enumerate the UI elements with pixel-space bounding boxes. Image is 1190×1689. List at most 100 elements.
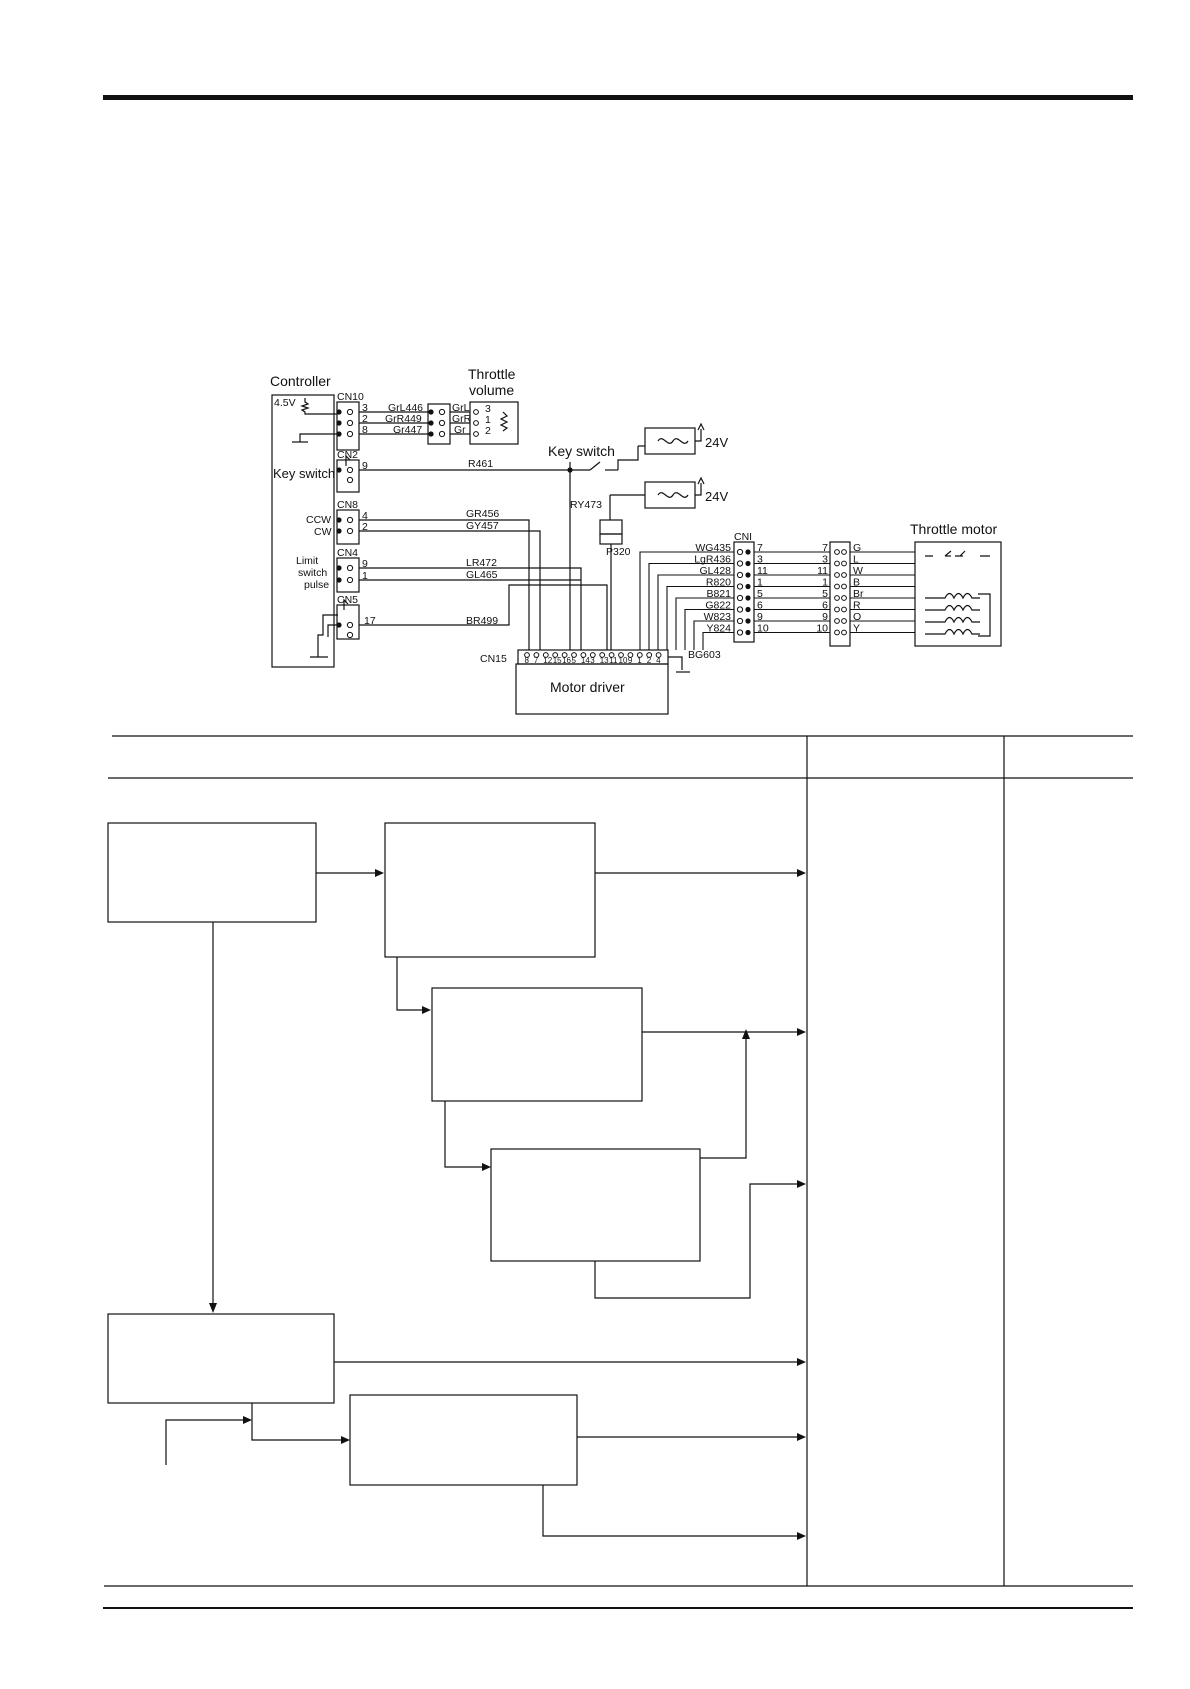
throttle-volume-label-1: Throttle — [468, 366, 516, 382]
motor-pin-label: 10 — [816, 623, 828, 635]
cw-label: CW — [314, 526, 332, 538]
throttle-volume-label-2: volume — [469, 382, 514, 398]
cni-wire-label: WG435 — [695, 542, 731, 554]
cni-pin — [736, 571, 744, 579]
throttle-motor-box — [914, 541, 1002, 647]
motor-pin-label: 9 — [822, 611, 828, 623]
junction-dot — [336, 528, 342, 534]
wire-lr472: LR472 — [466, 557, 497, 569]
cn15-pin-label: 8 — [525, 656, 530, 665]
motor-pin — [841, 606, 847, 613]
cn10-label: CN10 — [337, 391, 364, 403]
connector-pin — [346, 419, 354, 427]
motor-pin — [841, 618, 847, 624]
cn5-block — [336, 604, 360, 640]
connector-pin — [438, 430, 446, 438]
cni-pin-dot — [745, 629, 751, 636]
cni-pin — [736, 629, 744, 636]
cni-pin-dot — [745, 549, 751, 555]
cn8-pin-2: 2 — [362, 521, 368, 533]
cn15-pin-label: 5 — [572, 656, 577, 665]
cni-label: CNI — [734, 531, 752, 543]
cni-pin — [736, 606, 744, 613]
motor-pin — [834, 560, 840, 567]
cni-wire-label: W823 — [704, 611, 732, 623]
motor-driver-label: Motor driver — [550, 679, 625, 695]
motor-pin — [834, 583, 840, 590]
limit-label-2: switch — [298, 567, 327, 579]
cni-wire-label: LgR436 — [694, 554, 731, 566]
connector-pin — [346, 430, 354, 438]
cni-pin — [736, 617, 744, 625]
cn15-pin-label: 3 — [590, 656, 595, 665]
cn15-pin — [646, 652, 653, 658]
motor-wire-label: Br — [853, 588, 864, 600]
cn15-pin-label: 2 — [647, 656, 652, 665]
cn5-pin: 17 — [364, 615, 376, 627]
supply-voltage-2: 24V — [705, 489, 728, 504]
cni-wire-label: Y824 — [706, 623, 731, 635]
motor-pin — [834, 629, 840, 636]
motor-pin — [841, 595, 847, 601]
motor-pin — [841, 572, 847, 578]
motor-driver-box — [515, 663, 669, 715]
cn4-pin-2: 1 — [362, 570, 368, 582]
connector-pin — [346, 476, 354, 484]
p320-label: P320 — [606, 546, 631, 558]
flow-box-5 — [107, 1313, 335, 1404]
cn15-pin — [571, 652, 577, 658]
driver-lead — [684, 608, 734, 650]
cn15-pin-label: 15 — [553, 656, 562, 665]
wire-br499: BR499 — [466, 615, 498, 627]
cni-pin-label: 1 — [757, 577, 763, 589]
cn15-pin — [524, 652, 530, 658]
connector-pin — [346, 466, 354, 474]
driver-lead — [648, 562, 734, 650]
cn15-pin-label: 10 — [619, 656, 628, 665]
junction-dot — [336, 565, 342, 571]
cn8-block — [336, 509, 360, 545]
wire-gr456: GR456 — [466, 508, 499, 520]
flow-box-3 — [431, 987, 643, 1102]
cn2-block — [336, 459, 360, 493]
cn15-pin — [580, 652, 587, 658]
cn15-pin — [552, 652, 559, 658]
cn15-pin — [533, 652, 540, 658]
supply-voltage-1: 24V — [705, 435, 728, 450]
cni-pin-dot — [745, 560, 751, 567]
motor-pin-label: 7 — [822, 542, 828, 554]
cni-pin-dot — [745, 572, 751, 578]
cni-connector — [733, 541, 755, 643]
cn2-pin: 9 — [362, 460, 368, 472]
ref-voltage-label: 4.5V — [274, 397, 296, 409]
cni-pin — [736, 583, 744, 590]
cni-pin-dot — [745, 606, 751, 613]
connector-pin — [346, 631, 354, 639]
cn2-label: CN2 — [337, 449, 358, 461]
flow-box-2 — [384, 822, 596, 958]
cn10-block — [336, 401, 360, 451]
cn8-pin-1: 4 — [362, 510, 368, 522]
motor-pin — [841, 583, 847, 590]
cn10-pin-3: 8 — [362, 424, 368, 436]
volume-pin — [473, 420, 479, 426]
controller-label: Controller — [270, 373, 331, 389]
cn15-pin — [599, 652, 606, 658]
connector-pin — [438, 408, 446, 416]
throttle-motor-label: Throttle motor — [910, 521, 997, 537]
connector-pin — [346, 516, 354, 524]
motor-wire-label: G — [853, 542, 861, 554]
junction-dot — [336, 467, 342, 473]
connector-pin — [346, 527, 354, 535]
motor-pin — [834, 572, 840, 578]
cn15-pin-label: 16 — [562, 656, 571, 665]
cn15-pin-label: 4 — [656, 656, 661, 665]
cn15-pin — [636, 652, 643, 658]
junction-dot — [567, 467, 573, 473]
motor-wire-label: B — [853, 577, 860, 589]
motor-wire-label: Y — [853, 623, 860, 635]
connector-pin — [346, 621, 354, 629]
connector-pin — [438, 419, 446, 427]
flow-box-1 — [107, 822, 317, 923]
